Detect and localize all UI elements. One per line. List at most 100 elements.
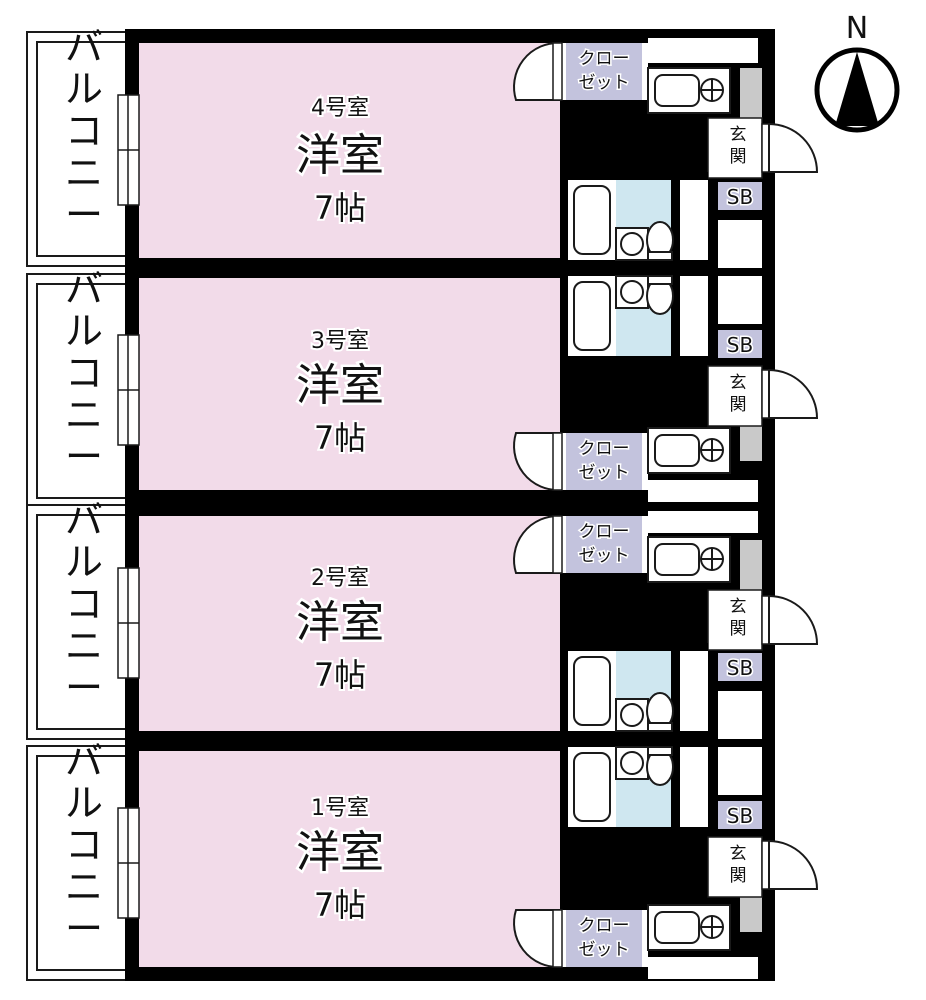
unit-2-room-number: 2号室: [311, 566, 369, 591]
unit-1-room-type: 洋室: [296, 827, 384, 878]
unit-4-kitchen-upper-band: [648, 38, 758, 63]
unit-2-kitchen-upper-band-x: [648, 511, 758, 533]
sliding-door-unit-1[interactable]: [117, 807, 140, 919]
compass-needle: [835, 52, 879, 126]
balcony-label-unit-4: バルコニー: [65, 25, 103, 237]
unit-4-corridor-cell: [718, 220, 762, 268]
unit-2-wash-basin: [620, 703, 644, 727]
unit-1-room-floor-b: [139, 751, 560, 910]
unit-2-room-size: 7帖: [314, 656, 366, 694]
unit-3-room-floor-b: [139, 278, 560, 433]
unit-3-front-door-arc: [768, 368, 819, 419]
unit-1-front-door-arc: [768, 839, 819, 890]
unit-4-shoebox-label: SB: [727, 185, 753, 209]
unit-3-kitchen-lower-band: [648, 480, 758, 502]
balcony-unit-3: バルコニー: [26, 267, 132, 509]
unit-3-toilet-tank: [647, 275, 673, 285]
unit-1-entrance-label-a: 玄: [730, 844, 747, 864]
unit-3-shoebox-label: SB: [727, 333, 753, 357]
unit-3-entrance-label-b: 関: [730, 395, 747, 415]
unit-2-bathtub: [573, 656, 611, 726]
unit-1-shoebox-fill: [718, 801, 762, 829]
unit-4-shoebox-fill: [718, 182, 762, 210]
balcony-label-unit-1: バルコニー: [65, 739, 103, 951]
balcony-label-unit-3: バルコニー: [65, 267, 103, 479]
unit-1-wash-basin: [620, 751, 644, 775]
unit-3-room-size: 7帖: [314, 419, 366, 457]
sliding-door-unit-3[interactable]: [117, 334, 140, 446]
unit-4-entrance-label-b: 関: [730, 147, 747, 167]
unit-2-closet-label-line2: ゼット: [579, 546, 630, 566]
unit-2-closet-door-panel: [552, 515, 563, 574]
unit-3-kitchen-sink: [654, 434, 700, 467]
unit-4-room-size: 7帖: [314, 189, 366, 227]
unit-4-front-door-panel: [761, 123, 770, 173]
balcony-unit-1: バルコニー: [26, 739, 132, 981]
unit-2-front-door-panel: [761, 595, 770, 645]
unit-2-kitchen-sink: [654, 543, 700, 576]
unit-3-closet-door-arc: [513, 432, 561, 492]
sliding-door-unit-4[interactable]: [117, 94, 140, 206]
unit-3-closet-label-line2: ゼット: [579, 463, 630, 483]
unit-2-corridor-cell: [718, 691, 762, 739]
unit-4-room-floor-b: [139, 100, 560, 258]
unit-4: クロー ゼット 玄 関 SB: [139, 38, 819, 268]
unit-4-toilet-tank: [647, 251, 673, 261]
unit-2-entrance-label-b: 関: [730, 619, 747, 639]
balcony-label-unit-2: バルコニー: [65, 498, 103, 710]
unit-4-room-type: 洋室: [296, 130, 384, 181]
unit-1: SB 玄 関 クロー ゼット: [139, 739, 819, 979]
unit-2-toilet-tank: [647, 722, 673, 732]
unit-3-room-number: 3号室: [311, 329, 369, 354]
unit-1-room-size: 7帖: [314, 886, 366, 924]
north-arrow-label: N: [846, 11, 868, 46]
unit-1-genkan-box: [707, 836, 763, 898]
balcony-group: バルコニー バルコニー バルコニー バルコニー: [26, 25, 132, 981]
unit-4-bath-corridor: [680, 180, 708, 260]
unit-4-front-door-arc: [768, 122, 819, 173]
unit-4-closet-fill: [566, 43, 642, 100]
unit-2-room-type: 洋室: [296, 597, 384, 648]
unit-2-room-floor-b: [139, 573, 560, 731]
unit-1-closet-label-line1: クロー: [579, 916, 630, 936]
balcony-unit-4: バルコニー: [26, 25, 132, 267]
unit-4-closet-label-line1: クロー: [579, 49, 630, 69]
unit-3: SB 玄 関 クロー ゼット: [139, 268, 819, 502]
unit-3-closet-label-line1: クロー: [579, 439, 630, 459]
unit-4-room-number: 4号室: [311, 96, 369, 121]
unit-2-closet-label-line1: クロー: [579, 522, 630, 542]
unit-4-entrance-label-a: 玄: [730, 125, 747, 145]
unit-1-closet-door-panel: [552, 909, 563, 968]
unit-1-corridor-cell: [718, 747, 762, 795]
unit-1-bathtub: [573, 752, 611, 822]
unit-1-kitchen-sink: [654, 911, 700, 944]
unit-1-closet-fill: [566, 910, 642, 967]
unit-4-wash-basin: [620, 232, 644, 256]
unit-3-closet-fill: [566, 433, 642, 490]
unit-3-front-door-panel: [761, 369, 770, 419]
unit-3-closet-door-panel: [552, 432, 563, 491]
unit-1-toilet-tank: [647, 746, 673, 756]
unit-2-closet-fill: [566, 516, 642, 573]
unit-2: クロー ゼット 玄 関 SB: [139, 511, 819, 739]
unit-1-room-number: 1号室: [311, 796, 369, 821]
unit-3-shoebox-fill: [718, 330, 762, 358]
room-label-group: 4号室 洋室 7帖 3号室 洋室 7帖 2号室 洋室 7帖 1号室 洋室 7帖: [294, 94, 387, 926]
unit-4-kitchen-sink: [654, 74, 700, 107]
unit-3-entrance-label-a: 玄: [730, 373, 747, 393]
unit-2-genkan-box: [707, 589, 763, 651]
unit-3-bathtub: [573, 281, 611, 351]
unit-4-closet-label-line2: ゼット: [579, 73, 630, 93]
unit-1-closet-door-arc: [513, 909, 561, 969]
unit-3-wash-basin: [620, 280, 644, 304]
unit-2-closet-door-arc: [513, 514, 561, 574]
unit-1-bath-corridor: [680, 747, 708, 827]
balcony-unit-2: バルコニー: [26, 498, 132, 740]
unit-1-entrance-label-b: 関: [730, 866, 747, 886]
north-arrow: N: [814, 11, 900, 133]
unit-2-front-door-arc: [768, 594, 819, 645]
unit-1-closet-label-line2: ゼット: [579, 940, 630, 960]
sliding-door-unit-2[interactable]: [117, 567, 140, 679]
unit-2-shoebox-label: SB: [727, 656, 753, 680]
